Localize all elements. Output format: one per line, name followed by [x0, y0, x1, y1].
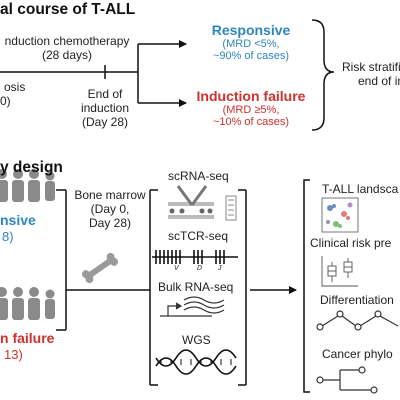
assay-sctcr-seq: scTCR-seq	[168, 229, 229, 243]
risk-stratification-label: Risk stratifi end of in	[342, 60, 400, 88]
output-clinical-risk: Clinical risk pre	[310, 236, 392, 250]
assay-bulk-rna-seq: Bulk RNA-seq	[158, 280, 234, 294]
tcr-segment-d: D	[197, 265, 203, 272]
responsive-percent: ~90% of cases)	[212, 50, 290, 62]
responsive-mrd: (MRD <5%,	[222, 38, 280, 50]
risk-line-2: end of in	[358, 74, 400, 88]
end-line-1: End of	[87, 87, 123, 101]
failure-group-count: 13)	[4, 347, 23, 362]
tcr-segment-j: J	[218, 265, 222, 272]
induction-chemo-label: nduction chemotherapy (28 days)	[0, 34, 134, 62]
failure-title: Induction failure	[196, 88, 306, 104]
risk-line-1: Risk stratifi	[342, 60, 400, 74]
diagnosis-line-1: osis	[4, 80, 26, 94]
failure-outcome: Induction failure (MRD ≥5%, ~10% of case…	[188, 88, 314, 128]
induction-line-1: nduction chemotherapy	[4, 34, 130, 48]
output-phylogeny: Cancer phylo	[322, 347, 393, 361]
failure-mrd: (MRD ≥5%,	[222, 104, 280, 116]
output-differentiation: Differentiation	[320, 293, 394, 307]
tcr-segment-v: V	[174, 265, 179, 272]
assay-scrna-seq: scRNA-seq	[168, 169, 229, 183]
end-line-3: (Day 28)	[81, 115, 128, 129]
clinical-course-title: al course of T-ALL	[0, 1, 136, 18]
sctcr-seq-icon	[152, 250, 238, 264]
study-design-title: y design	[0, 159, 63, 176]
responsive-group-label: nsive	[0, 212, 36, 228]
output-landscape: T-ALL landsca	[322, 182, 399, 196]
responsive-person-icons	[0, 169, 55, 202]
landscape-umap-icon	[321, 197, 359, 233]
outputs-bracket	[303, 179, 310, 393]
responsive-title: Responsive	[211, 22, 291, 38]
diagnosis-line-2: 0)	[0, 94, 11, 108]
diagnosis-label: osis 0)	[0, 80, 25, 108]
assay-wgs: WGS	[182, 333, 211, 347]
outcome-brace	[311, 19, 335, 131]
bone-marrow-label: Bone marrow (Day 0, Day 28)	[72, 188, 148, 230]
responsive-outcome: Responsive (MRD <5%, ~90% of cases)	[192, 22, 310, 62]
failure-percent: ~10% of cases)	[212, 116, 290, 128]
failure-group-label: n failure	[0, 330, 55, 346]
trajectory-icon	[316, 310, 399, 331]
bone-marrow-line-1: Bone marrow	[74, 188, 146, 202]
dna-helix-icon	[155, 349, 237, 375]
bone-marrow-line-2: (Day 0,	[90, 202, 130, 216]
scrna-seq-icon	[168, 185, 237, 221]
end-of-induction-label: End of induction (Day 28)	[72, 87, 138, 129]
boxplot-icon	[321, 256, 358, 287]
induction-line-2: (28 days)	[41, 48, 93, 62]
failure-person-icons	[0, 287, 55, 320]
responsive-group-count: 8)	[2, 229, 14, 244]
bone-marrow-line-3: Day 28)	[88, 216, 132, 230]
bone-icon	[81, 252, 119, 284]
end-line-2: induction	[80, 101, 130, 115]
bulk-rna-seq-icon	[160, 296, 225, 317]
phylogeny-tree-icon	[316, 366, 378, 394]
